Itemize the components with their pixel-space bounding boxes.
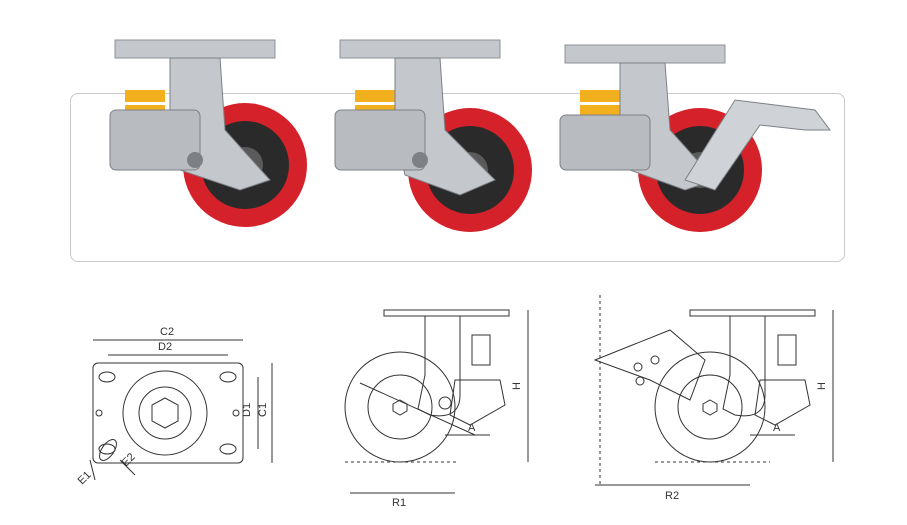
caster-photo-rigid: [334, 39, 532, 232]
caster-photo-swivel: [109, 39, 307, 227]
side-view-swivel-drawing: [344, 309, 529, 494]
dim-label-c2: C2: [160, 326, 174, 338]
dim-label-r1: R1: [392, 497, 406, 509]
top-plate: [564, 44, 726, 64]
spring: [125, 90, 165, 102]
dim-label-h: H: [511, 382, 523, 390]
dim-label-h-brake: H: [816, 382, 828, 390]
dim-label-d1: D1: [241, 403, 253, 417]
dim-label-a-brake: A: [773, 422, 781, 434]
spring: [580, 90, 620, 102]
technical-drawings: C2 D2 D1 C1 E2 E1 H A R1 H A R2: [76, 295, 834, 509]
dim-label-e1: E1: [76, 469, 94, 487]
shock-housing: [334, 109, 426, 171]
dim-label-c1: C1: [257, 403, 269, 417]
top-plate-drawing: [89, 339, 273, 481]
brake-lever: [684, 99, 831, 191]
dim-label-e2: E2: [120, 451, 138, 469]
caster-photo-brake: [559, 44, 831, 232]
top-plate: [339, 39, 501, 59]
side-view-brake-drawing: [593, 295, 834, 486]
top-plate: [114, 39, 276, 59]
dim-label-r2: R2: [665, 490, 679, 502]
dim-label-a: A: [468, 422, 476, 434]
spring: [355, 90, 395, 102]
shock-housing: [109, 109, 201, 171]
product-photo-panel: [70, 93, 845, 262]
dim-label-d2: D2: [158, 341, 172, 353]
shock-housing: [559, 114, 651, 171]
